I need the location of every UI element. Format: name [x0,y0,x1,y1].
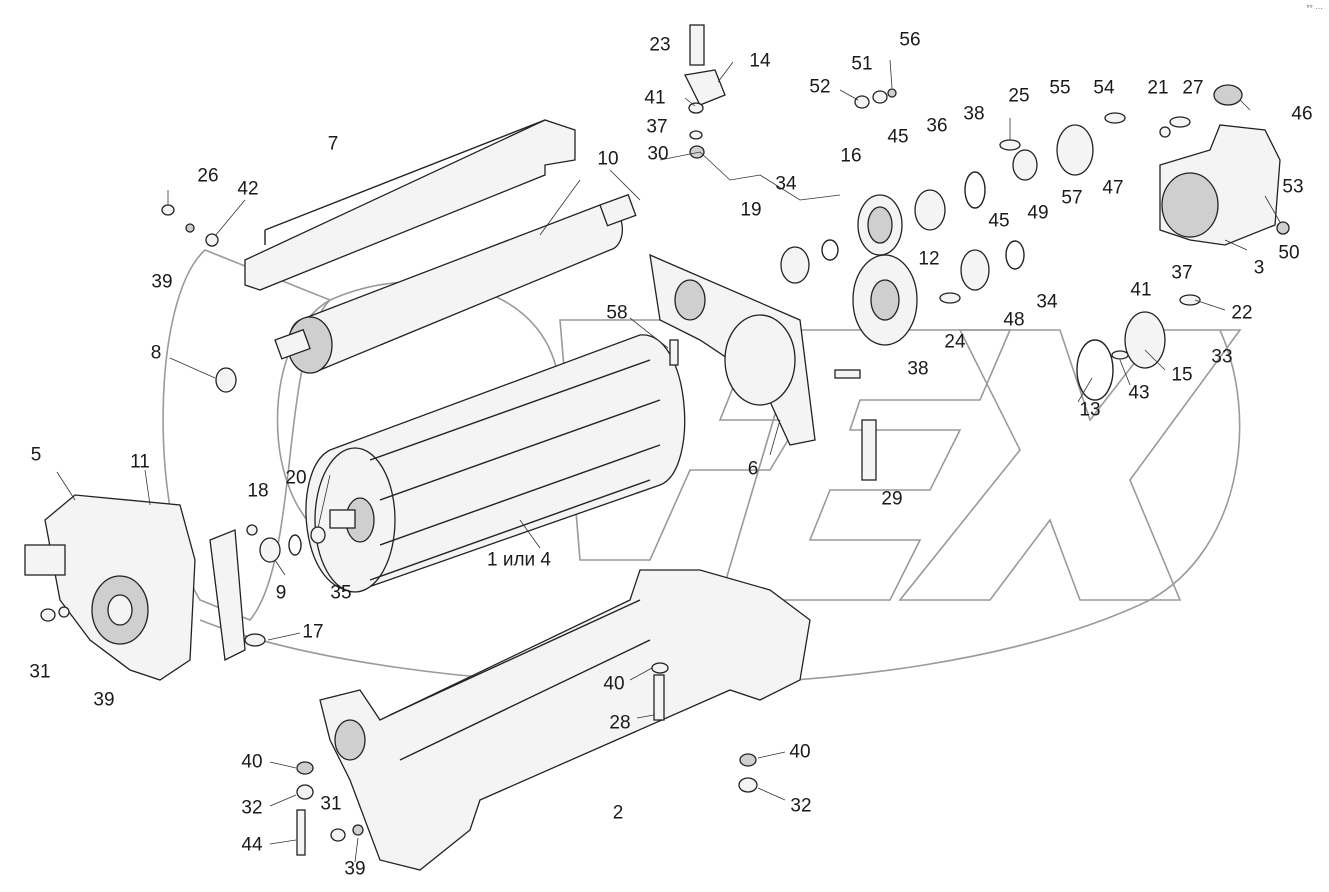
callout-27: 27 [1182,77,1204,99]
callout-39-b: 39 [93,689,115,711]
callout-19: 19 [740,199,762,221]
callout-18: 18 [247,480,269,502]
callout-20: 20 [285,467,307,489]
callout-39-c: 39 [344,858,366,880]
callout-34-b: 34 [1036,291,1058,313]
callout-14: 14 [749,50,771,72]
callout-24: 24 [944,331,966,353]
callout-54: 54 [1093,77,1115,99]
callout-53: 53 [1282,176,1304,198]
callout-38-b: 38 [907,358,929,380]
callout-40-b: 40 [241,751,263,773]
bolt-part-29 [861,419,877,481]
bar-part-7 [244,119,576,291]
callout-37: 37 [646,116,668,138]
callout-40-c: 40 [789,741,811,763]
callout-32: 32 [790,795,812,817]
callout-28: 28 [609,712,631,734]
callout-29: 29 [881,488,903,510]
callout-45-b: 45 [988,210,1010,232]
callout-48: 48 [1003,309,1025,331]
callout-42: 42 [237,178,259,200]
callout-5: 5 [30,444,42,466]
callout-33: 33 [1211,346,1233,368]
callout-23: 23 [649,34,671,56]
callout-37-b: 37 [1171,262,1193,284]
bearing-group-lower [852,240,1166,401]
callout-49: 49 [1027,202,1049,224]
callout-31-b: 31 [320,793,342,815]
bolt-part-44 [296,761,314,856]
callout-3: 3 [1253,257,1265,279]
callout-26: 26 [197,165,219,187]
callout-2: 2 [612,802,624,824]
bolt-part-23 [684,24,726,159]
callout-22: 22 [1231,302,1253,324]
callout-6: 6 [747,458,759,480]
callout-10: 10 [597,148,619,170]
seal-part-19 [780,239,839,284]
callout-47: 47 [1102,177,1124,199]
callout-12: 12 [918,248,940,270]
callout-39: 39 [151,271,173,293]
callout-58: 58 [606,302,628,324]
bracket-part-6 [649,253,816,446]
callout-15: 15 [1171,364,1193,386]
callout-56: 56 [899,29,921,51]
callout-8: 8 [150,342,162,364]
callout-44: 44 [241,834,263,856]
callout-35: 35 [330,582,352,604]
callout-7: 7 [327,133,339,155]
callout-1-or-4: 1 или 4 [486,549,552,571]
callout-46: 46 [1291,103,1313,125]
callout-16: 16 [840,145,862,167]
callout-51: 51 [851,53,873,75]
callout-9: 9 [275,582,287,604]
callout-43: 43 [1128,382,1150,404]
corner-mark: °° ··· [1306,4,1323,13]
callout-17: 17 [302,621,324,643]
cap-part-46 [1213,84,1243,106]
plate-part-17 [209,529,246,661]
callout-36: 36 [926,115,948,137]
callout-57: 57 [1061,187,1083,209]
callout-41: 41 [644,87,666,109]
bolt-part-28 [651,662,669,721]
callout-31: 31 [29,661,51,683]
callout-25: 25 [1008,85,1030,107]
callout-41-b: 41 [1130,279,1152,301]
housing-part-3 [1159,124,1281,246]
callout-13: 13 [1079,399,1101,421]
callout-40: 40 [603,673,625,695]
leader-lines [56,59,1281,863]
callout-50: 50 [1278,242,1300,264]
drum-part-1-or-4 [305,334,686,593]
callout-11: 11 [130,451,150,473]
callout-30: 30 [647,143,669,165]
callout-52: 52 [809,76,831,98]
gearbox-part-5 [24,494,196,681]
small-hardware [40,88,1290,842]
callout-34: 34 [775,173,797,195]
callout-32-b: 32 [241,797,263,819]
callout-21: 21 [1147,77,1169,99]
callout-45: 45 [887,126,909,148]
nut-part-32 [738,753,758,793]
roller-part-10 [274,193,637,374]
callout-38: 38 [963,103,985,125]
frame-part-2 [319,569,811,871]
leader-paths [539,151,841,236]
callout-55: 55 [1049,77,1071,99]
